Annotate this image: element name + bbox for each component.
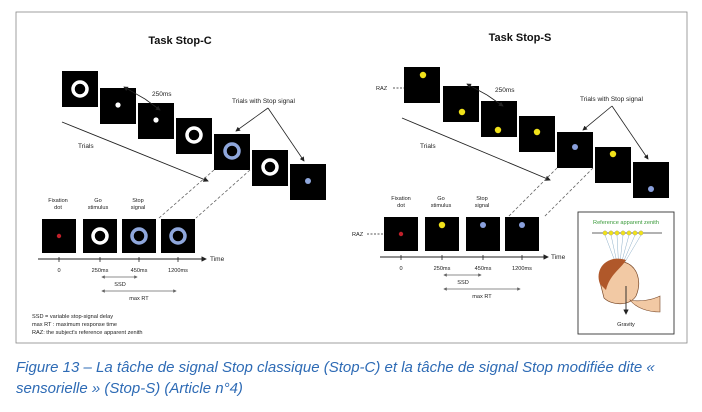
- max-rt-label: max RT: [129, 296, 149, 302]
- zenith-inset: Reference apparent zenith: [577, 211, 675, 335]
- panel-s-trial-stimuli: [404, 67, 669, 198]
- trial-square: [176, 118, 212, 154]
- panel-c-delay-label: 250ms: [152, 91, 172, 98]
- tick-label: 450ms: [131, 268, 148, 274]
- panel-stop-c: Task Stop-C 250ms Trials with Stop signa…: [32, 35, 326, 336]
- yellow-dot-icon: [419, 71, 427, 79]
- stop-square: [122, 219, 156, 253]
- ssd-label: SSD: [114, 282, 126, 288]
- time-axis-label: Time: [551, 254, 566, 261]
- panel-c-legend: SSD = variable stop-signal delay max RT …: [32, 314, 143, 336]
- figure-frame: [15, 11, 688, 344]
- stop-dot-icon: [305, 178, 311, 184]
- tick-label: 0: [399, 266, 402, 272]
- tick-label: 250ms: [434, 266, 451, 272]
- trial-square: [214, 134, 250, 170]
- trial-square: [443, 86, 479, 122]
- fixation-dot-icon: [56, 233, 62, 239]
- trial-square: [633, 162, 669, 198]
- stop-dot-icon: [572, 144, 578, 150]
- max-rt-label: max RT: [472, 294, 492, 300]
- panel-c-stop-trials-label: Trials with Stop signal: [232, 98, 296, 105]
- panel-c-trials-label: Trials: [78, 143, 94, 150]
- yellow-dot-icon: [533, 128, 541, 136]
- panel-s-stop-trials-label: Trials with Stop signal: [580, 96, 644, 103]
- panel-s-delay-label: 250ms: [495, 87, 515, 94]
- fixation-dot-icon: [153, 117, 159, 123]
- panel-c-trial-stimuli: [62, 71, 326, 200]
- go-ring-icon: [91, 227, 109, 245]
- panel-s-trials-label: Trials: [420, 143, 436, 150]
- stop-ring-icon: [130, 227, 148, 245]
- panel-s-title: Task Stop-S: [489, 32, 552, 44]
- tick-label: 450ms: [475, 266, 492, 272]
- zenith-dots: [602, 230, 644, 236]
- time-axis-label: Time: [210, 256, 225, 263]
- ssd-label: SSD: [457, 280, 469, 286]
- legend-line: SSD = variable stop-signal delay: [32, 314, 113, 320]
- stop-square: [161, 219, 195, 253]
- gravity-label: Gravity: [617, 322, 635, 328]
- legend-line: RAZ: the subject's reference apparent ze…: [32, 330, 143, 336]
- stop-task-figure: Task Stop-C 250ms Trials with Stop signa…: [15, 11, 688, 344]
- yellow-dot-icon: [458, 108, 466, 116]
- fixation-dot-icon: [115, 102, 121, 108]
- figure-caption: Figure 13 – La tâche de signal Stop clas…: [16, 359, 655, 397]
- trial-square: [252, 150, 288, 186]
- tick-label: 1200ms: [512, 266, 532, 272]
- tick-label: 250ms: [92, 268, 109, 274]
- raz-label: RAZ: [376, 86, 388, 92]
- trials-arrow: [401, 117, 551, 181]
- timeline-raz-label: RAZ: [352, 232, 364, 238]
- yellow-dot-icon: [438, 221, 446, 229]
- trials-arrow: [61, 121, 209, 182]
- legend-line: max RT : maximum response time: [32, 322, 117, 328]
- stop-dot-icon: [519, 222, 525, 228]
- go-ring-icon: [261, 158, 279, 176]
- tick-label: 1200ms: [168, 268, 188, 274]
- stop-ring-icon: [169, 227, 187, 245]
- panel-stop-s: Task Stop-S RAZ 250ms Trials with Stop s…: [352, 32, 675, 335]
- fixation-dot-icon: [398, 231, 404, 237]
- trial-square: [62, 71, 98, 107]
- yellow-dot-icon: [494, 126, 502, 134]
- stop-ring-icon: [223, 142, 241, 160]
- panel-c-title: Task Stop-C: [148, 35, 211, 47]
- stop-dot-icon: [648, 186, 654, 192]
- go-ring-icon: [71, 80, 89, 98]
- go-ring-icon: [185, 126, 203, 144]
- tick-label: 0: [57, 268, 60, 274]
- go-square: [83, 219, 117, 253]
- zenith-label: Reference apparent zenith: [593, 220, 659, 226]
- stop-dot-icon: [480, 222, 486, 228]
- head-icon: [598, 258, 661, 313]
- yellow-dot-icon: [609, 150, 617, 158]
